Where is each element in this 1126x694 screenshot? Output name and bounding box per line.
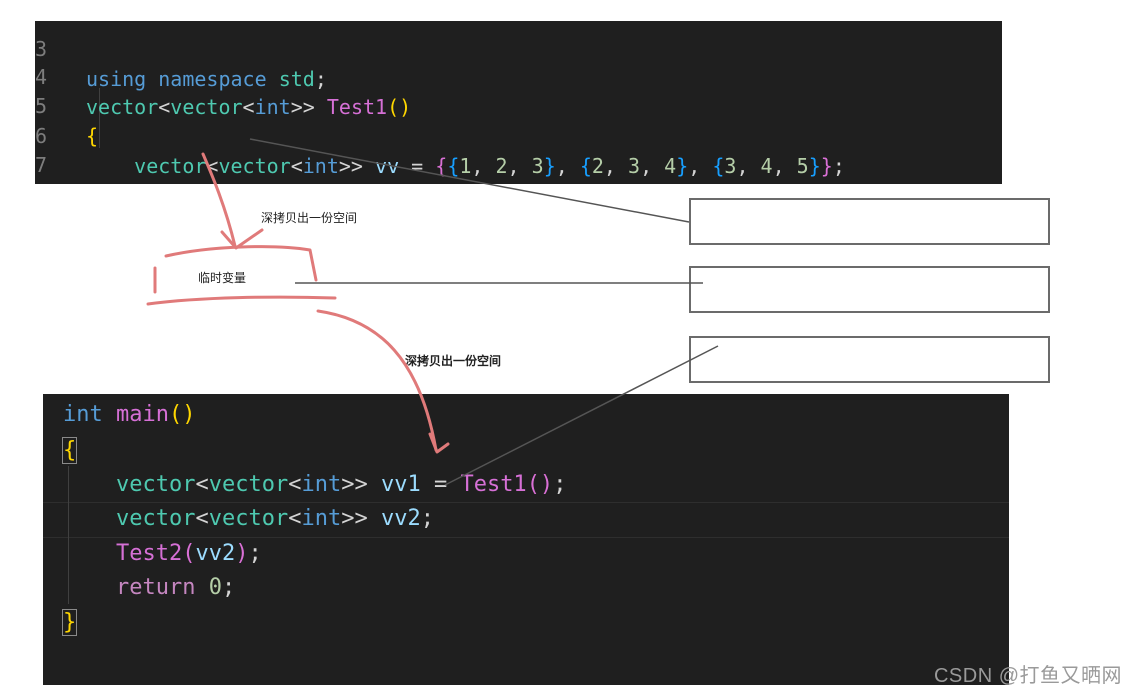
deep-copy-note-1: 深拷贝出一份空间 [261,211,358,225]
line-number: 33 [35,37,48,61]
connector-line-vv [249,138,690,223]
code-editor-top: 33 using namespace std; 34 vector<vector… [35,21,1002,184]
code-text: return vv; [86,180,254,184]
code-editor-bottom: int main() { vector<vector<int>> vv1 = T… [43,394,1009,685]
line-number: 34 [35,65,48,89]
handdrawn-bracket-bottom [146,295,337,306]
code-line-return: return 0; [115,575,236,600]
line-number: 36 [35,124,48,148]
annotation-box-1 [689,198,1050,245]
code-line-35: 35 { [35,61,1002,148]
handdrawn-arrow-2 [316,309,438,452]
code-line-34: 34 vector<vector<int>> Test1() [35,32,1002,119]
code-line-38: 38 } [35,149,1002,184]
handdrawn-arrowhead-2 [428,432,450,454]
connector-line-vv1 [444,345,719,486]
watermark: CSDN @打鱼又晒网 [933,665,1122,687]
indent-guide [68,466,69,604]
deep-copy-note-2: 深拷贝出一份空间 [405,354,502,368]
handdrawn-arrow-1 [201,152,237,248]
current-line-highlight [43,502,1009,538]
line-number: 37 [35,153,48,177]
code-text: using namespace std; [86,67,327,91]
temp-variable-note: 临时变量 [198,271,247,285]
code-line-33: 33 using namespace std; [35,21,1002,91]
code-line-main: int main() [63,402,196,427]
code-line-37: 37 return vv; [35,120,1002,184]
code-line-36: 36 vector<vector<int>> vv = {{1, 2, 3}, … [35,91,1002,178]
annotation-box-2 [689,266,1050,313]
code-line-close-brace: } [61,609,78,636]
code-line-vv1: vector<vector<int>> vv1 = Test1(); [115,472,567,497]
code-text: { [86,124,99,148]
code-line-open-brace: { [61,437,78,464]
code-line-vv2: vector<vector<int>> vv2; [115,506,434,531]
code-text: vector<vector<int>> Test1() [86,95,412,119]
indent-guide [99,88,100,148]
handdrawn-bracket-top [164,245,318,282]
line-number: 35 [35,94,48,118]
code-text: vector<vector<int>> vv = {{1, 2, 3}, {2,… [134,154,845,178]
line-number: 38 [35,179,63,184]
code-line-test2: Test2(vv2); [115,541,262,566]
annotation-box-3 [689,336,1050,383]
